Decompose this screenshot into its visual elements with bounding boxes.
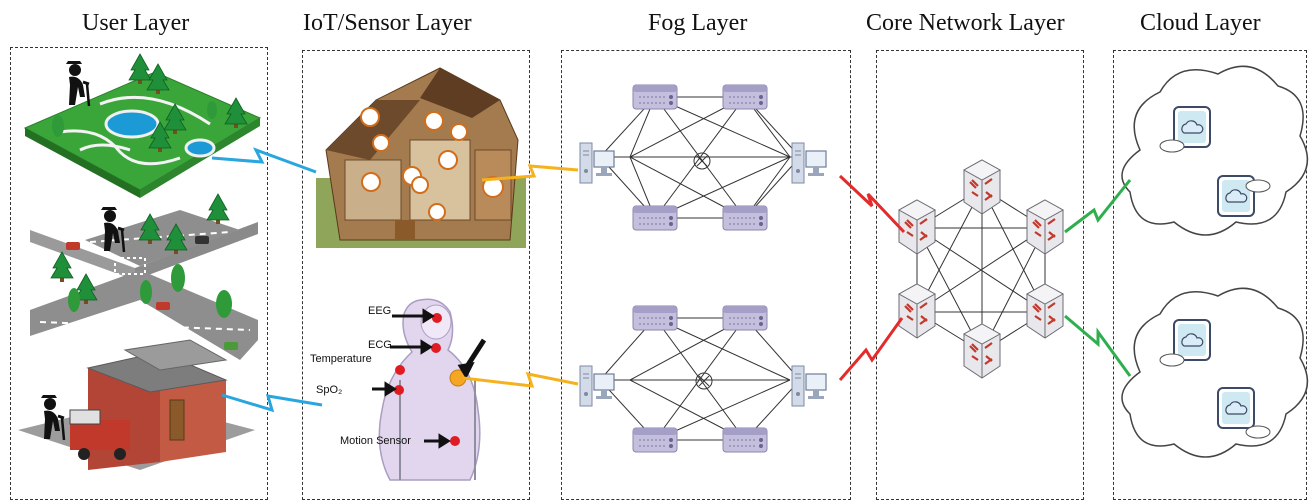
sensor-label-eeg: EEG xyxy=(368,305,391,317)
street-scene-illustration xyxy=(30,193,258,360)
fire-truck-illustration xyxy=(69,409,130,460)
fog-server-icon xyxy=(632,305,678,331)
user-layer-panel xyxy=(10,47,268,500)
fog-node-pc-icon xyxy=(791,365,827,407)
core-router-icon xyxy=(962,158,1002,216)
home-scene-illustration xyxy=(18,339,255,470)
core-router-icon xyxy=(962,322,1002,380)
wireless-link-user-iot-bottom xyxy=(221,393,323,413)
fog-node-pc-icon xyxy=(579,365,615,407)
cloud-server-icon xyxy=(1173,319,1211,361)
fog-server-icon xyxy=(632,205,678,231)
fog-server-icon xyxy=(632,427,678,453)
core-network-layer-panel xyxy=(876,50,1084,500)
core-router-icon xyxy=(1025,198,1065,256)
fog-server-icon xyxy=(722,305,768,331)
cloud-cluster-bottom xyxy=(1121,287,1309,458)
sensor-label-temperature: Temperature xyxy=(310,353,372,365)
fog-cluster-top xyxy=(579,84,827,231)
wireless-link-fog-core-bottom xyxy=(838,317,904,381)
fog-server-icon xyxy=(722,84,768,110)
fog-cluster-bottom xyxy=(579,305,827,453)
elderly-person-icon xyxy=(64,59,91,108)
cloud-cluster-top xyxy=(1121,65,1309,236)
core-network-mesh xyxy=(897,158,1065,380)
cloud-layer-panel xyxy=(1113,50,1307,500)
cloud-server-icon xyxy=(1217,387,1255,429)
core-network-layer-title: Core Network Layer xyxy=(866,10,1065,36)
iot-sensor-layer-panel xyxy=(302,50,530,500)
smart-home-illustration xyxy=(316,67,526,248)
core-router-icon xyxy=(1025,282,1065,340)
core-router-icon xyxy=(897,282,937,340)
wireless-link-iot-fog-bottom xyxy=(462,372,579,388)
fog-server-icon xyxy=(632,84,678,110)
fog-node-pc-icon xyxy=(791,142,827,184)
iot-sensor-layer-title: IoT/Sensor Layer xyxy=(303,10,472,36)
sensor-label-spo2: SpO₂ xyxy=(316,384,342,396)
sensor-label-ecg: ECG xyxy=(368,339,392,351)
user-layer-title: User Layer xyxy=(82,10,190,36)
fog-server-icon xyxy=(722,205,768,231)
fog-node-pc-icon xyxy=(579,142,615,184)
wireless-link-fog-core-top xyxy=(838,174,906,234)
park-scene-illustration xyxy=(23,53,262,198)
wireless-link-core-cloud-top xyxy=(1064,179,1132,234)
fog-layer-panel xyxy=(561,50,851,500)
wireless-link-iot-fog-top xyxy=(481,164,579,182)
core-router-icon xyxy=(897,198,937,256)
fog-layer-title: Fog Layer xyxy=(648,10,748,36)
body-sensor-illustration xyxy=(372,298,487,481)
wireless-link-core-cloud-bottom xyxy=(1064,314,1132,377)
cloud-layer-title: Cloud Layer xyxy=(1140,10,1261,36)
sensor-label-motion: Motion Sensor xyxy=(340,435,411,447)
wireless-link-user-iot-top xyxy=(211,147,317,174)
fog-server-icon xyxy=(722,427,768,453)
